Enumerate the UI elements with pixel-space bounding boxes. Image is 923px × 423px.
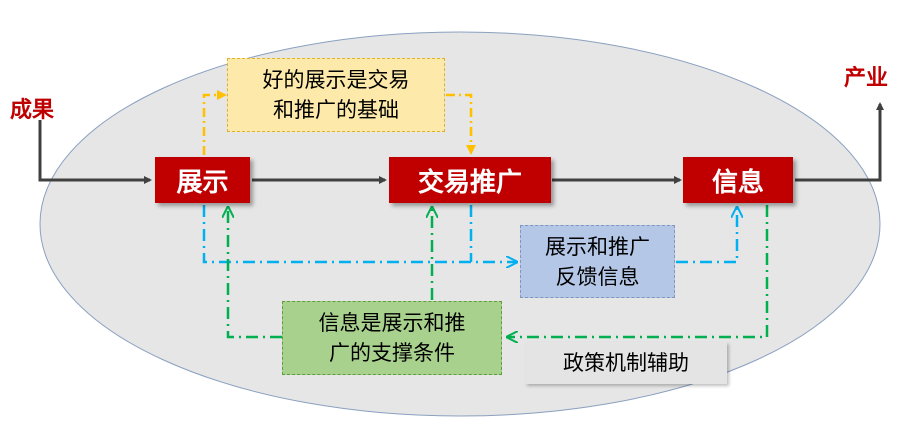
note-support-line2: 广的支撑条件 (329, 341, 455, 365)
note-policy-support: 政策机制辅助 (525, 342, 727, 384)
green-connector-support-display (228, 208, 282, 339)
blue-connector-display-feedback (202, 205, 516, 262)
node-display: 展示 (155, 157, 250, 203)
green-connector-info-support (508, 205, 769, 337)
node-trade-promotion: 交易推广 (389, 157, 551, 203)
node-information: 信息 (683, 157, 793, 203)
label-industry: 产业 (844, 66, 889, 91)
note-feedback-line2: 反馈信息 (555, 264, 640, 289)
main-flow-arrow-start (38, 120, 152, 184)
note-display-foundation-line1: 好的展示是交易 (262, 68, 410, 92)
note-feedback-information: 展示和推广 反馈信息 (520, 225, 675, 298)
orange-connector-display-note (202, 90, 227, 155)
main-flow-arrow-end (795, 102, 884, 182)
note-support-line1: 信息是展示和推 (318, 311, 466, 335)
note-display-foundation: 好的展示是交易 和推广的基础 (227, 58, 445, 132)
note-feedback-line1: 展示和推广 (545, 234, 650, 259)
label-achievement: 成果 (10, 98, 55, 123)
orange-connector-note-trade (446, 93, 476, 155)
blue-connector-feedback-info (676, 208, 737, 264)
note-display-foundation-line2: 和推广的基础 (273, 98, 399, 122)
note-information-support: 信息是展示和推 广的支撑条件 (282, 301, 502, 375)
